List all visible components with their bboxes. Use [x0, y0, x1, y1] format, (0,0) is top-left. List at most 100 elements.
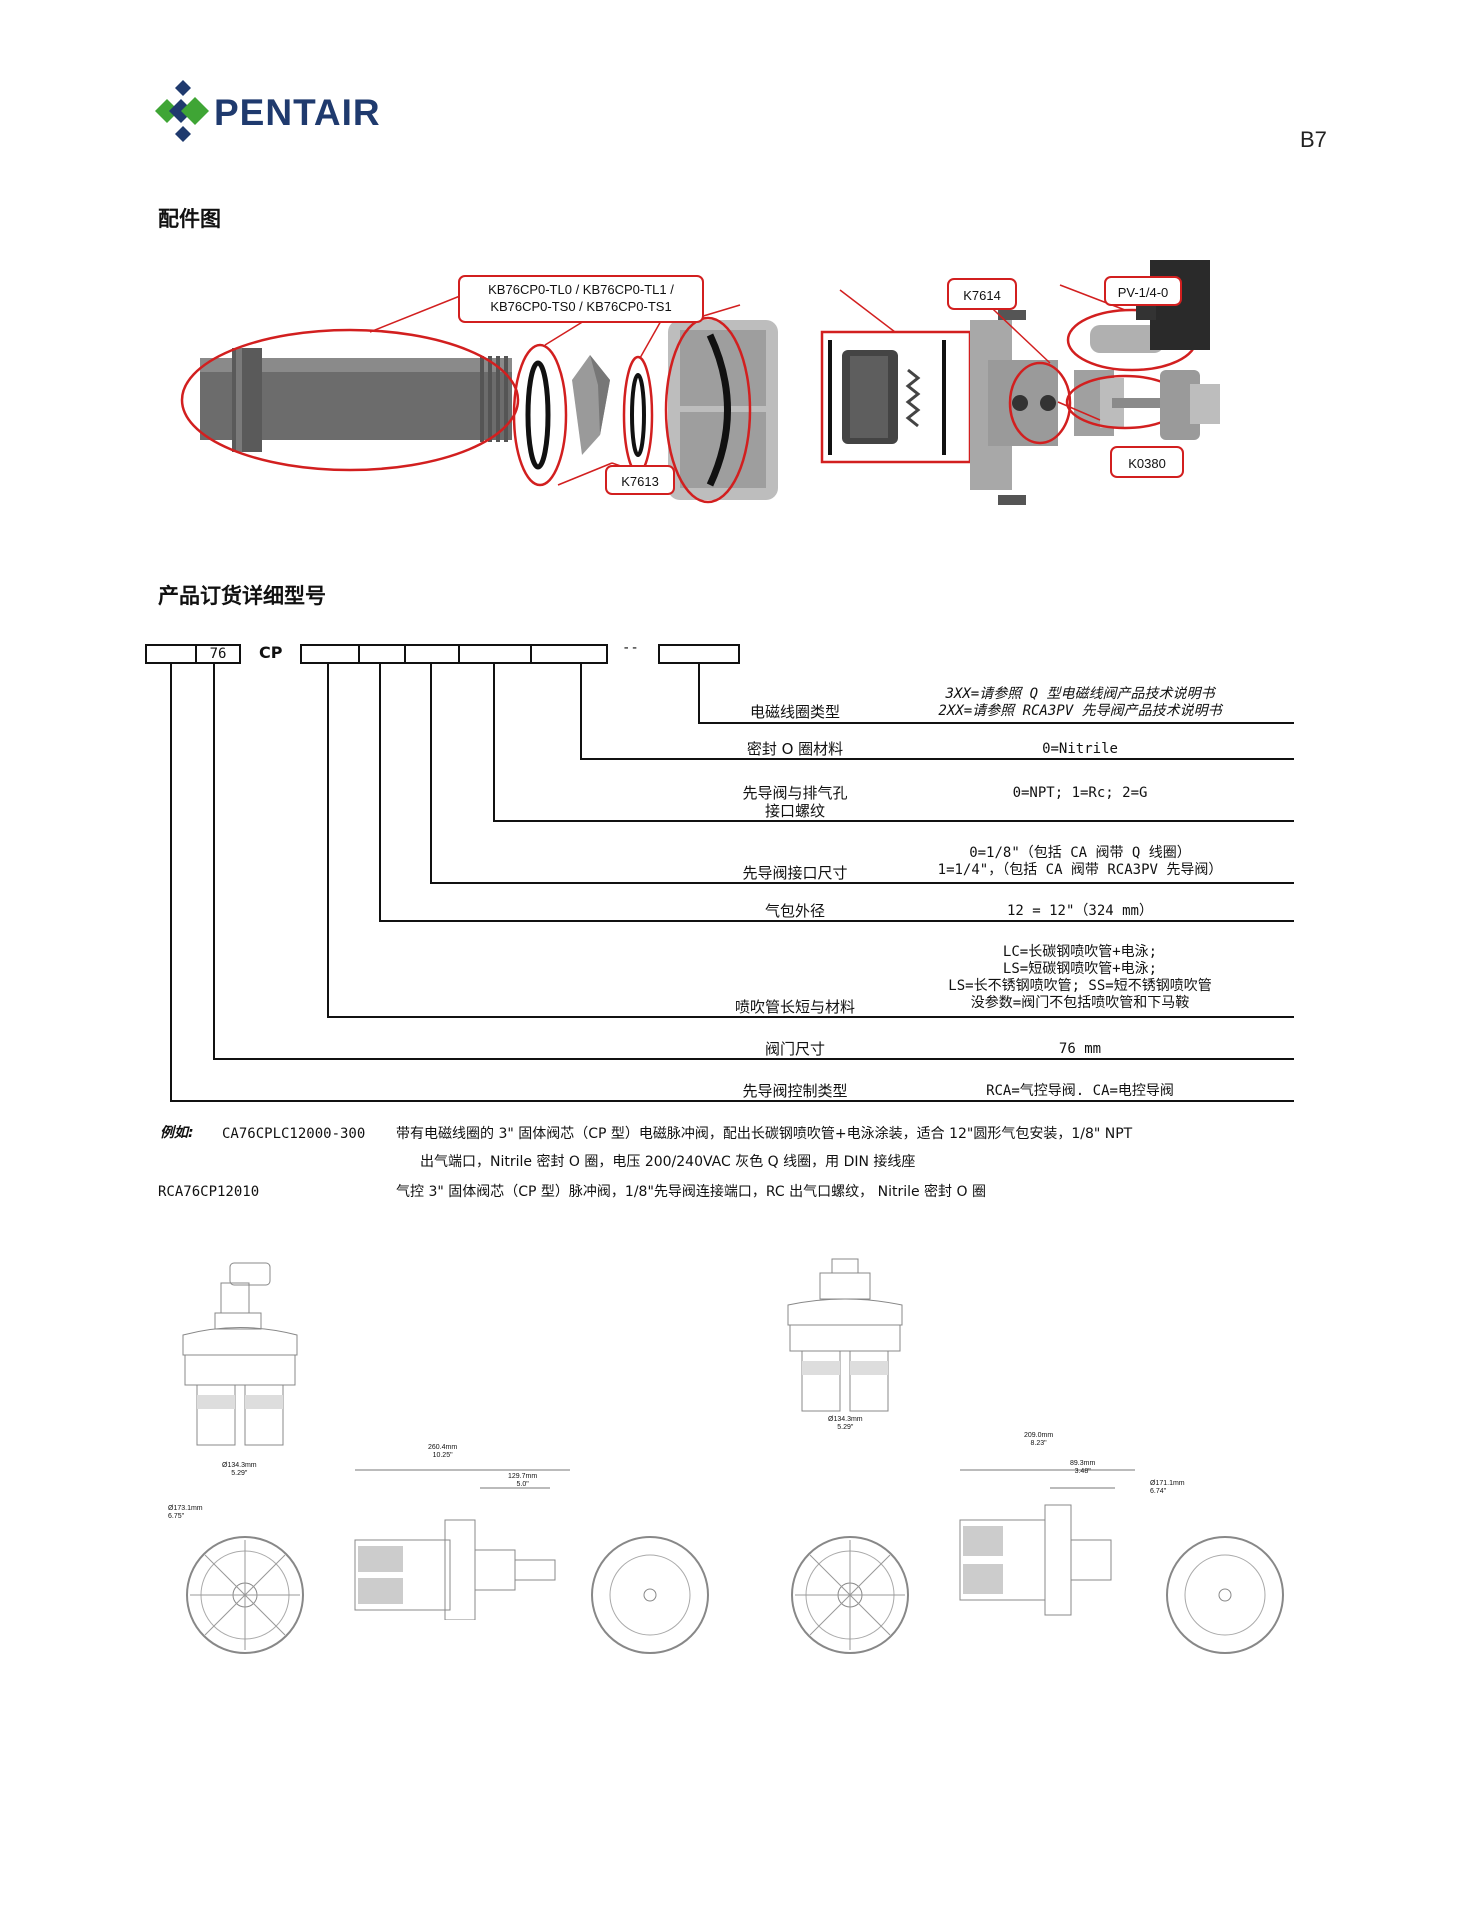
right-top-dim-in: 5.29" — [837, 1424, 854, 1431]
row-pilot-size-value-line2: 1=1/4"，（包括 CA 阀带 RCA3PV 先导阀） — [937, 862, 1223, 878]
row-thread-label-line1: 先导阀与排气孔 — [742, 784, 848, 802]
left-side-dim-a: 260.4mm 10.25" — [428, 1444, 457, 1460]
row-control-label: 先导阀控制类型 — [742, 1082, 848, 1100]
example2-code: RCA76CP12010 — [158, 1184, 260, 1200]
left-circle-dim-in: 6.75" — [168, 1513, 185, 1520]
left-top-dim: Ø134.3mm 5.29" — [222, 1462, 257, 1478]
right-front-view-drawing — [787, 1258, 903, 1412]
code-box-thread — [458, 644, 532, 664]
code-dash: -- — [622, 640, 639, 656]
callout-tube-kit-line1: KB76CP0-TL0 / KB76CP0-TL1 / — [488, 282, 674, 297]
leader-diameter-v — [379, 664, 381, 922]
row-thread-label: 先导阀与排气孔 接口螺纹 — [690, 784, 900, 820]
row-thread-label-line2: 接口螺纹 — [764, 802, 825, 820]
right-side-dim-b-mm: 89.3mm — [1070, 1460, 1096, 1467]
right-side-dim-b: 89.3mm 3.48" — [1070, 1460, 1095, 1476]
pentair-logo-icon — [155, 80, 209, 142]
row-pilot-size-value: 0=1/8"（包括 CA 阀带 Q 线圈） 1=1/4"，（包括 CA 阀带 R… — [870, 845, 1290, 879]
left-circle-dim: Ø173.1mm 6.75" — [168, 1505, 203, 1521]
callout-k7613: K7613 — [605, 465, 675, 495]
parts-section-title: 配件图 — [158, 207, 221, 231]
row-tube-value-line3: LS=长不锈钢喷吹管; SS=短不锈钢喷吹管 — [948, 978, 1212, 994]
left-top-circle-drawing — [591, 1536, 709, 1654]
right-top-dim: Ø134.3mm 5.29" — [828, 1416, 863, 1432]
left-top-dim-in: 5.29" — [231, 1470, 248, 1477]
leader-seal-h — [580, 758, 1294, 760]
row-tube-value-line4: 没参数=阀门不包括喷吹管和下马鞍 — [970, 995, 1190, 1011]
row-pilot-size-label: 先导阀接口尺寸 — [742, 864, 848, 882]
example-prefix: 例如: — [160, 1125, 194, 1141]
leader-control-h — [170, 1100, 1294, 1102]
row-size-label: 阀门尺寸 — [764, 1040, 825, 1058]
row-coil-value: 3XX=请参照 Q 型电磁线阀产品技术说明书 2XX=请参照 RCA3PV 先导… — [870, 686, 1290, 720]
leader-pilot-size-v — [430, 664, 432, 884]
example1-code: CA76CPLC12000-300 — [222, 1126, 366, 1142]
row-tube-value-line2: LS=短碳钢喷吹管+电泳; — [1002, 961, 1158, 977]
example1-line1: 带有电磁线圈的 3" 固体阀芯（CP 型）电磁脉冲阀，配出长碳钢喷吹管+电泳涂装… — [396, 1126, 1133, 1142]
leader-coil-v — [698, 664, 700, 724]
left-side-dim-b-in: 5.0" — [516, 1481, 529, 1488]
row-diameter-label: 气包外径 — [764, 902, 825, 920]
right-circle-dim: Ø171.1mm 6.74" — [1150, 1480, 1185, 1496]
right-bottom-view-drawing — [791, 1536, 909, 1654]
code-box-diameter — [358, 644, 406, 664]
code-cp: CP — [259, 643, 283, 662]
example1-line2: 出气端口，Nitrile 密封 O 圈，电压 200/240VAC 灰色 Q 线… — [420, 1154, 916, 1170]
callout-tube-kit: KB76CP0-TL0 / KB76CP0-TL1 / KB76CP0-TS0 … — [458, 275, 704, 323]
row-seal-value: 0=Nitrile — [1042, 741, 1118, 757]
brand-name: PENTAIR — [214, 92, 381, 133]
row-tube-value: LC=长碳钢喷吹管+电泳; LS=短碳钢喷吹管+电泳; LS=长不锈钢喷吹管; … — [870, 944, 1290, 1012]
row-coil-value-line2: 2XX=请参照 RCA3PV 先导阀产品技术说明书 — [938, 703, 1222, 719]
code-box-control — [145, 644, 197, 664]
leader-coil-h — [698, 722, 1294, 724]
leader-diameter-h — [379, 920, 1294, 922]
left-side-dim-b-mm: 129.7mm — [508, 1473, 538, 1480]
row-size-value: 76 mm — [1058, 1041, 1102, 1057]
code-box-size: 76 — [195, 644, 241, 664]
left-side-view-drawing — [354, 1469, 570, 1620]
callout-tube-kit-line2: KB76CP0-TS0 / KB76CP0-TS1 — [490, 299, 672, 314]
left-front-view-drawing — [182, 1262, 298, 1446]
left-top-dim-mm: Ø134.3mm — [222, 1462, 257, 1469]
right-circle-dim-in: 6.74" — [1150, 1488, 1167, 1495]
leader-tube-v — [327, 664, 329, 1018]
callout-pv: PV-1/4-0 — [1104, 276, 1182, 306]
leader-thread-h — [493, 820, 1294, 822]
row-coil-value-line1: 3XX=请参照 Q 型电磁线阀产品技术说明书 — [945, 686, 1215, 702]
row-thread-value: 0=NPT; 1=Rc; 2=G — [1012, 785, 1148, 801]
code-box-coil — [658, 644, 740, 664]
row-control-value: RCA=气控导阀. CA=电控导阀 — [986, 1083, 1174, 1099]
code-box-pilot-size — [404, 644, 460, 664]
row-tube-label: 喷吹管长短与材料 — [734, 998, 855, 1016]
row-tube-value-line1: LC=长碳钢喷吹管+电泳; — [1002, 944, 1158, 960]
ordering-section-title: 产品订货详细型号 — [158, 584, 326, 608]
right-side-view-drawing — [959, 1469, 1135, 1616]
page-number: B7 — [1300, 127, 1327, 152]
leader-control-v — [170, 664, 172, 1102]
leader-size-v — [213, 664, 215, 1060]
right-top-dim-mm: Ø134.3mm — [828, 1416, 863, 1423]
code-box-tube — [300, 644, 360, 664]
exploded-view-drawing — [180, 260, 1220, 505]
row-pilot-size-value-line1: 0=1/8"（包括 CA 阀带 Q 线圈） — [969, 845, 1191, 861]
code-box-seal — [530, 644, 608, 664]
right-side-dim-b-in: 3.48" — [1074, 1468, 1091, 1475]
leader-thread-v — [493, 664, 495, 822]
right-side-dim-a-in: 8.23" — [1030, 1440, 1047, 1447]
leader-size-h — [213, 1058, 1294, 1060]
right-side-dim-a-mm: 209.0mm — [1024, 1432, 1054, 1439]
right-side-dim-a: 209.0mm 8.23" — [1024, 1432, 1053, 1448]
right-top-circle-drawing — [1166, 1536, 1284, 1654]
example2-line: 气控 3" 固体阀芯（CP 型）脉冲阀，1/8"先导阀连接端口，RC 出气口螺纹… — [396, 1184, 986, 1200]
left-bottom-view-drawing — [186, 1536, 304, 1654]
leader-seal-v — [580, 664, 582, 760]
row-diameter-value: 12 = 12"（324 mm） — [1006, 903, 1153, 919]
leader-pilot-size-h — [430, 882, 1294, 884]
row-coil-label: 电磁线圈类型 — [749, 703, 840, 721]
left-side-dim-a-mm: 260.4mm — [428, 1444, 458, 1451]
row-seal-label: 密封 O 圈材料 — [746, 740, 844, 758]
left-circle-dim-mm: Ø173.1mm — [168, 1505, 203, 1512]
leader-tube-h — [327, 1016, 1294, 1018]
left-side-dim-b: 129.7mm 5.0" — [508, 1473, 537, 1489]
callout-k7614: K7614 — [947, 278, 1017, 310]
